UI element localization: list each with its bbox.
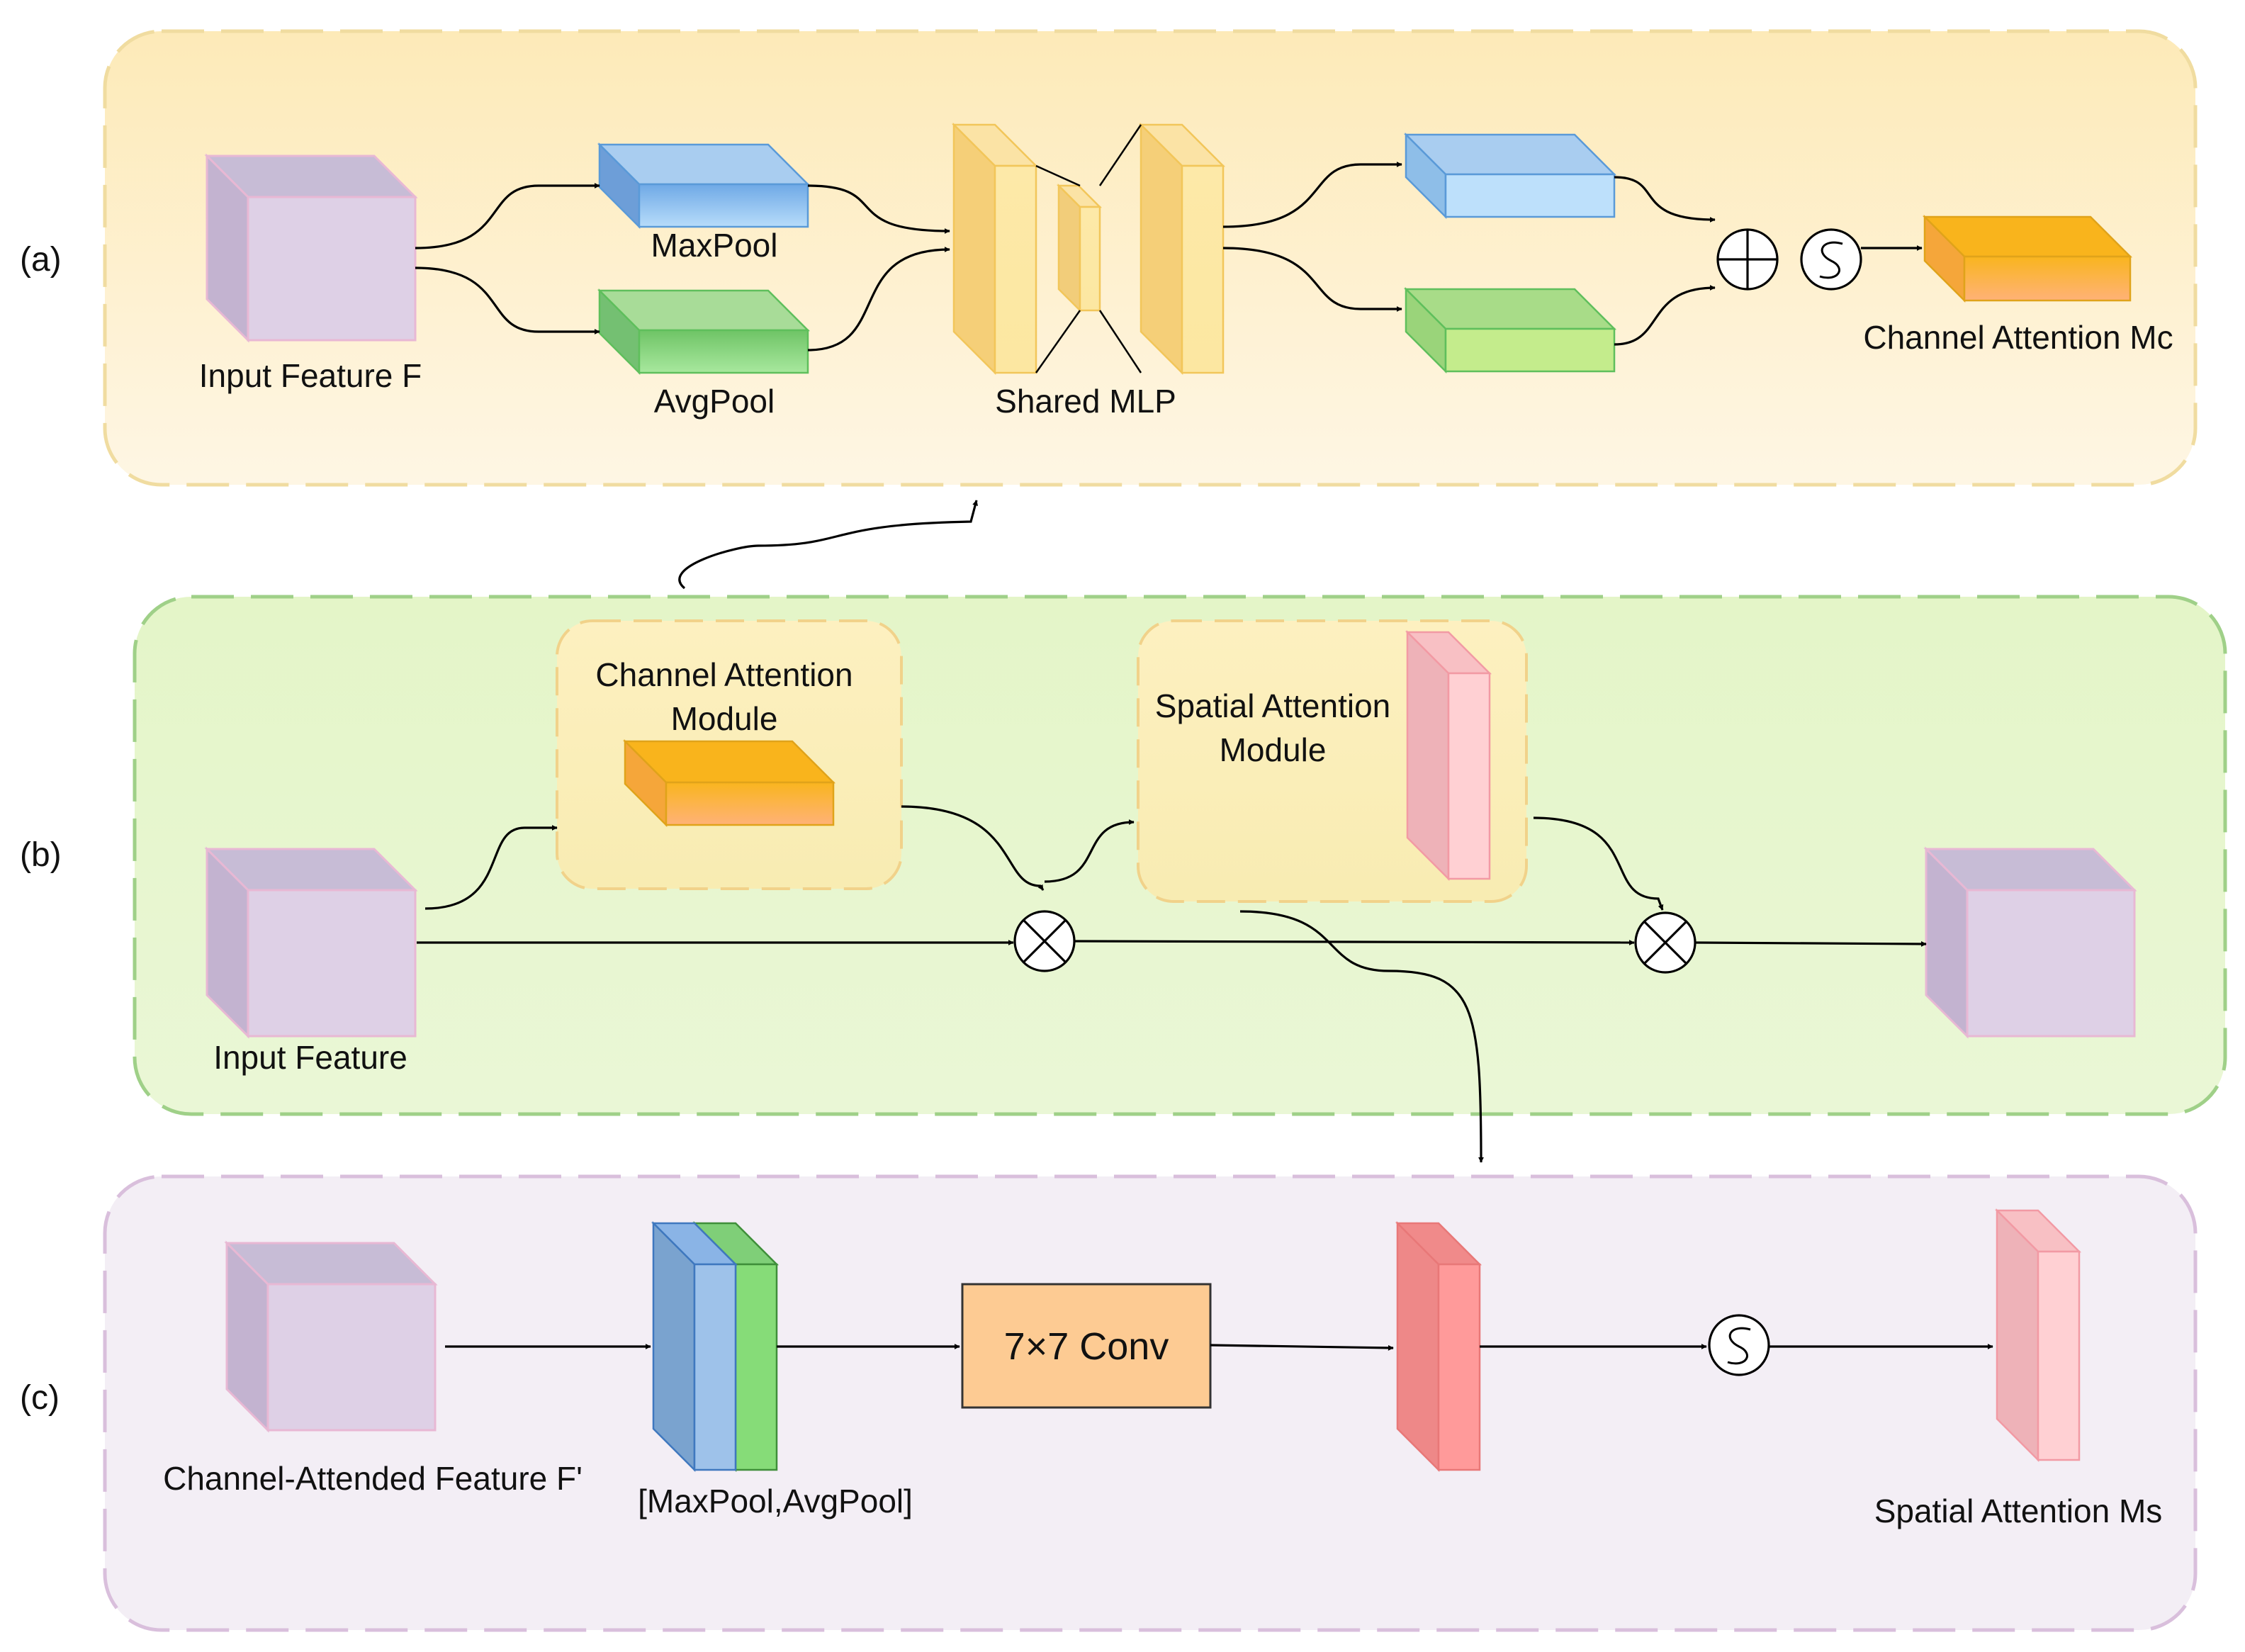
channel-attention-mc-label: Channel Attention Mc <box>1863 319 2173 356</box>
mlp-output-maxpool <box>1403 132 1617 220</box>
multiply-symbol-1 <box>1013 910 1076 972</box>
panel-c-label: (c) <box>20 1379 60 1417</box>
arrow-panel-b-to-c <box>1239 910 1484 1163</box>
spatial-attention-ms-block <box>1994 1208 2082 1463</box>
arrow-multiply1-to-sam <box>1044 819 1135 883</box>
sigmoid-symbol-a <box>1800 228 1862 291</box>
maxpool-label: MaxPool <box>651 227 778 264</box>
mlp-output-avgpool <box>1403 286 1617 374</box>
arrow-mlp-to-green <box>1222 247 1402 312</box>
spatial-attention-module: Spatial Attention Module <box>1137 619 1528 903</box>
sigmoid-symbol-c <box>1708 1314 1770 1376</box>
panel-c: (c) Channel-Attended Feature F' [MaxPool… <box>20 1174 2198 1632</box>
arrow-input-to-maxpool <box>415 183 600 249</box>
arrow-green-to-add <box>1614 285 1716 346</box>
input-feature-cube <box>204 153 418 343</box>
channel-attended-feature-label: Channel-Attended Feature F' <box>163 1460 583 1497</box>
input-feature-f-label: Input Feature F <box>199 357 422 394</box>
arrow-sam-to-multiply2 <box>1533 816 1664 911</box>
arrow-maxpool-to-mlp <box>807 184 950 234</box>
panel-b: (b) Input Feature Channel Attention Modu… <box>20 595 2227 1116</box>
add-symbol <box>1716 228 1779 291</box>
arrow-multiply2-to-output <box>1694 940 1927 947</box>
conv-7x7-box: 7×7 Conv <box>961 1283 1212 1409</box>
shared-mlp <box>951 122 1226 376</box>
channel-attention-mc-block <box>1922 214 2133 303</box>
maxpool-block <box>597 142 811 230</box>
sam-pink-block <box>1405 629 1492 882</box>
arrow-conv-to-map <box>1210 1344 1394 1351</box>
arrow-avgpool-to-mlp <box>807 247 950 352</box>
arrow-cam-to-multiply1 <box>901 805 1045 891</box>
input-feature-cube-b <box>204 846 418 1039</box>
shared-mlp-label: Shared MLP <box>995 383 1176 420</box>
conv-output-map <box>1395 1220 1482 1473</box>
sam-title-line1: Spatial Attention <box>1155 687 1390 724</box>
spatial-attention-ms-label: Spatial Attention Ms <box>1874 1493 2163 1529</box>
cam-title-line2: Module <box>671 700 778 737</box>
panel-a-label: (a) <box>20 241 62 279</box>
arrow-blue-to-add <box>1614 176 1716 223</box>
sam-title-line2: Module <box>1220 731 1327 768</box>
channel-attended-feature-cube <box>224 1240 438 1433</box>
channel-attention-module: Channel Attention Module <box>556 619 903 890</box>
maxpool-avgpool-concat <box>651 1220 780 1473</box>
conv-7x7-label: 7×7 Conv <box>1004 1325 1169 1368</box>
input-feature-label-b: Input Feature <box>213 1039 407 1076</box>
avgpool-label: AvgPool <box>654 383 775 420</box>
arrow-multiply1-to-multiply2 <box>1074 939 1635 945</box>
panel-a: (a) Input Feature F MaxPool AvgPool <box>20 29 2198 487</box>
arrow-panel-b-to-a <box>678 500 979 590</box>
avgpool-block <box>597 288 811 376</box>
refined-feature-cube <box>1923 846 2137 1039</box>
panel-b-label: (b) <box>20 836 62 874</box>
multiply-symbol-2 <box>1634 911 1697 974</box>
arrow-input-to-avgpool <box>415 266 600 335</box>
cam-orange-block <box>622 738 836 828</box>
cam-title-line1: Channel Attention <box>595 656 853 693</box>
concat-label: [MaxPool,AvgPool] <box>638 1483 913 1519</box>
arrow-input-to-cam <box>424 825 558 910</box>
arrow-mlp-to-blue <box>1222 162 1402 228</box>
